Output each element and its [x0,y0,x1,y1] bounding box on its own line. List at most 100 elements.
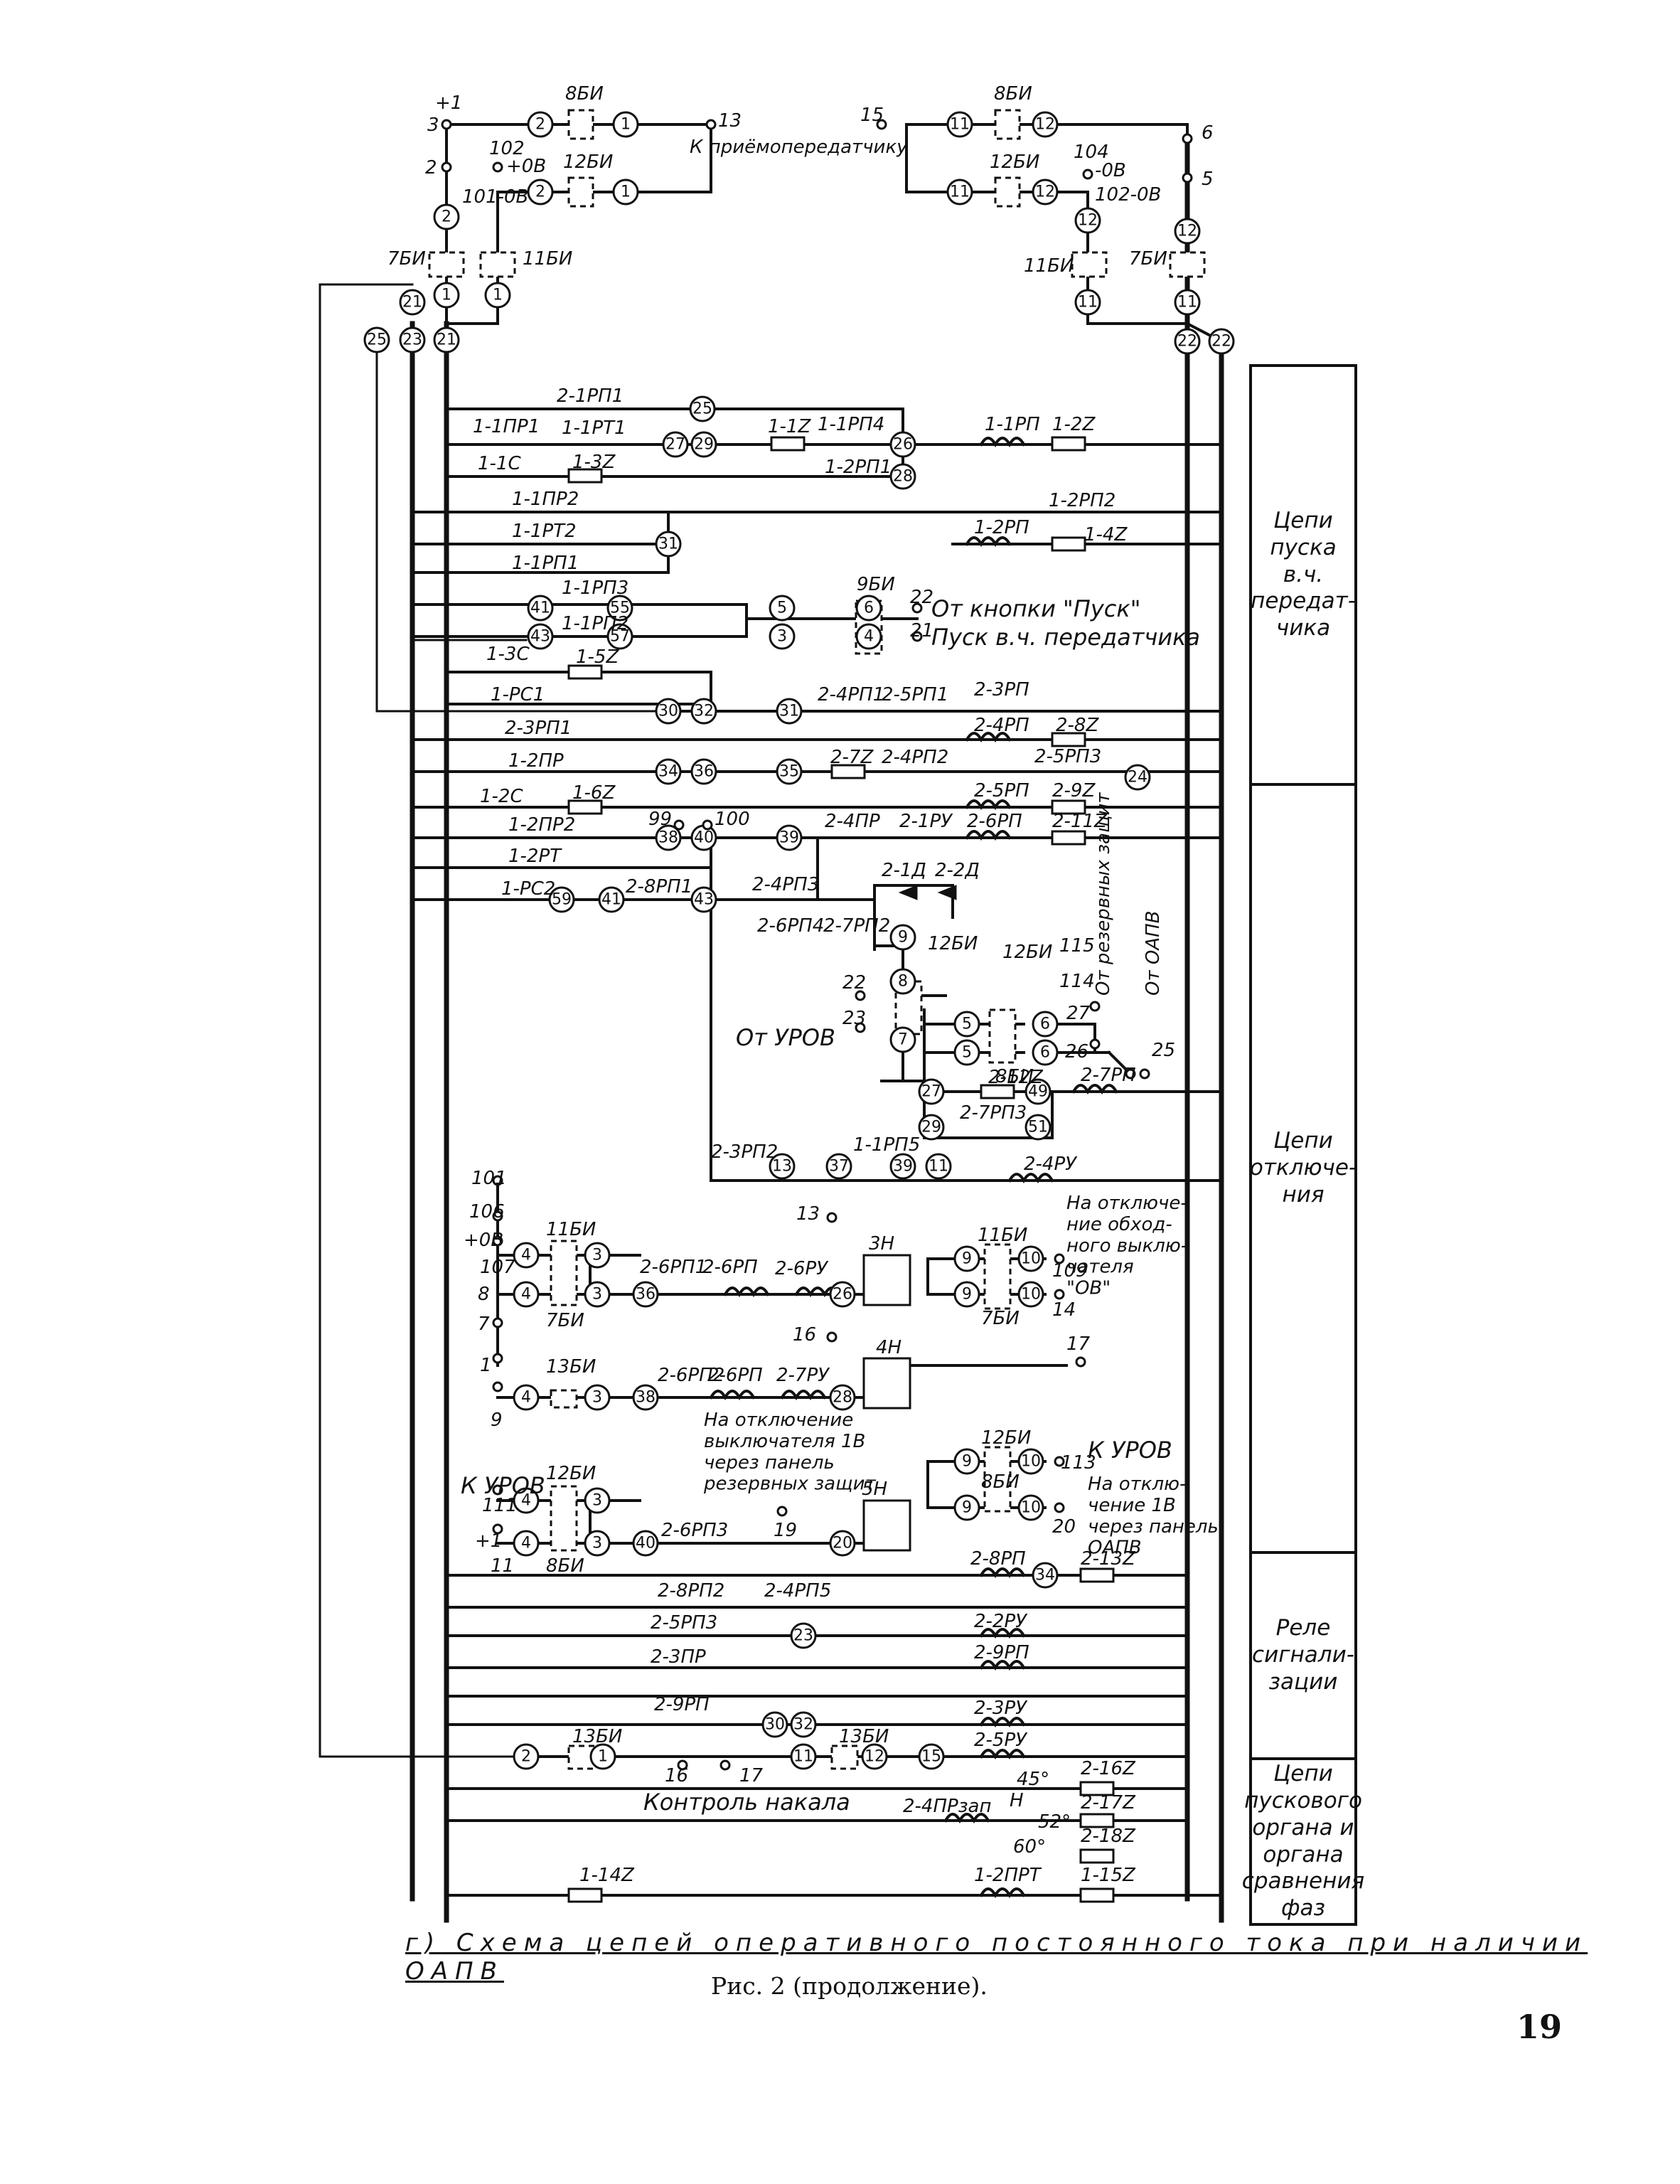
label-2-6rp4: 2-6РП4 [757,915,824,937]
terminal-106: 106 [469,1201,505,1222]
label-2-9rp: 2-9РП [974,1642,1029,1663]
label-2-2d: 2-2Д [935,860,980,881]
label-2-3rp2: 2-3РП2 [711,1141,778,1163]
terminal-101: 101 [471,1168,507,1189]
svg-text:25: 25 [692,400,712,418]
svg-text:41: 41 [530,600,550,617]
terminal-3: 3 [427,114,439,136]
label-7bi-left: 7БИ [387,248,426,270]
label-2-9z: 2-9Z [1052,780,1096,801]
svg-text:21: 21 [402,294,422,311]
terminal-107: 107 [480,1257,515,1278]
label-2-6rp-b: 2-6РП [702,1257,758,1278]
svg-text:31: 31 [658,536,678,553]
terminal-16b: 16 [665,1765,688,1786]
label-1-1pr1: 1-1ПР1 [473,416,540,437]
label-2-4rp: 2-4РП [974,715,1029,736]
svg-text:10: 10 [1021,1453,1041,1471]
section-trip-circuits: Цепи отключе- ния [1250,783,1357,1551]
main-buses [319,136,1224,1923]
svg-text:34: 34 [658,763,678,781]
svg-text:34: 34 [1035,1567,1055,1584]
label-2-6rp1: 2-6РП1 [640,1257,707,1278]
terminal-111: 111 [482,1495,518,1516]
label-12bi-mid: 12БИ [928,933,978,954]
note-trip-bypass: На отключе-ние обход-ного выклю-чателя"О… [1066,1193,1187,1299]
label-1-15z: 1-15Z [1081,1865,1136,1886]
label-2-7z: 2-7Z [830,747,874,768]
label-52deg: 52° [1038,1811,1071,1833]
label-1-2rp: 1-2РП [974,517,1029,538]
svg-text:49: 49 [1028,1083,1048,1101]
page-number: 19 [1516,2008,1563,2046]
label-12bi-top: 12БИ [563,151,613,173]
terminal-5: 5 [1202,169,1214,190]
svg-text:32: 32 [793,1716,813,1734]
svg-text:11: 11 [950,116,970,134]
svg-text:2: 2 [521,1748,531,1766]
svg-text:3: 3 [592,1535,602,1552]
label-45deg: 45° [1017,1769,1049,1790]
terminal-13: 13 [718,110,742,132]
svg-text:4: 4 [521,1389,531,1407]
svg-text:24: 24 [1128,769,1147,787]
svg-text:59: 59 [552,891,572,909]
label-2-8rp2: 2-8РП2 [658,1580,724,1602]
terminal-21a: 21 [910,620,933,641]
label-13bi-right: 13БИ [839,1726,889,1747]
svg-text:4: 4 [864,628,874,646]
svg-text:29: 29 [921,1119,941,1136]
label-2-4ru: 2-4РУ [1024,1154,1078,1175]
svg-text:3: 3 [777,628,787,646]
terminal-27: 27 [1066,1003,1091,1024]
label-2-4rp1: 2-4РП1 [818,684,884,705]
svg-text:9: 9 [962,1453,972,1471]
svg-text:22: 22 [1177,333,1197,351]
terminal-6: 6 [1202,122,1214,144]
label-1-1rt2: 1-1РТ2 [512,521,577,542]
note-k-urov: К УРОВ [1088,1437,1172,1464]
svg-text:9: 9 [962,1250,972,1268]
svg-text:57: 57 [610,628,630,646]
svg-text:12: 12 [1177,223,1197,240]
svg-text:27: 27 [665,436,685,454]
terminal-13b: 13 [796,1203,820,1225]
circuit-section-panel: Цепи пуска в.ч. передат- чика Цепи отклю… [1242,364,1364,1926]
label-1-2pr2: 1-2ПР2 [508,814,575,836]
svg-text:3: 3 [592,1389,602,1407]
label-1-1rt1: 1-1РТ1 [562,417,626,439]
label-13bi-left: 13БИ [572,1726,622,1747]
label-2-3rp: 2-3РП [974,679,1029,701]
label-1-5z: 1-5Z [576,646,619,668]
svg-text:22: 22 [1211,333,1231,351]
svg-text:36: 36 [694,763,714,781]
label-11bi-right: 11БИ [1024,255,1074,277]
terminal-2: 2 [425,157,437,179]
svg-text:1: 1 [442,287,451,304]
label-2-4rp3: 2-4РП3 [752,874,819,895]
label-2-3ru: 2-3РУ [974,1698,1028,1719]
svg-text:23: 23 [402,331,422,349]
terminal-22a: 22 [910,587,933,608]
label-2-11z: 2-11Z [1052,811,1108,832]
label-2-18z: 2-18Z [1081,1826,1136,1847]
svg-text:2: 2 [535,183,545,201]
terminal-19: 19 [774,1520,797,1541]
svg-text:10: 10 [1021,1286,1041,1304]
label-1-3z: 1-3Z [572,452,616,473]
terminal-104: 104 [1074,142,1109,163]
signal-labels: 2-8РП 2-13Z 2-8РП2 2-4РП5 2-5РП3 2-2РУ 2… [572,1548,1136,1886]
label-2-13z: 2-13Z [1081,1548,1136,1570]
label-7bi-right: 7БИ [1129,248,1167,270]
terminal-100: 100 [715,809,750,830]
note-k-urov-left: К УРОВ [461,1472,545,1499]
svg-text:36: 36 [636,1286,656,1304]
terminal-15: 15 [860,105,884,126]
svg-text:43: 43 [694,891,714,909]
label-1-2prt: 1-2ПРТ [974,1865,1042,1886]
terminal-25: 25 [1152,1040,1175,1061]
top-feed: 2 1 2 1 11 12 11 12 2 1 1 21 25 23 21 12… [363,109,1235,355]
svg-text:55: 55 [610,600,630,617]
label-8bi-e: 8БИ [546,1555,584,1577]
label-8bi-top-right: 8БИ [994,83,1032,105]
